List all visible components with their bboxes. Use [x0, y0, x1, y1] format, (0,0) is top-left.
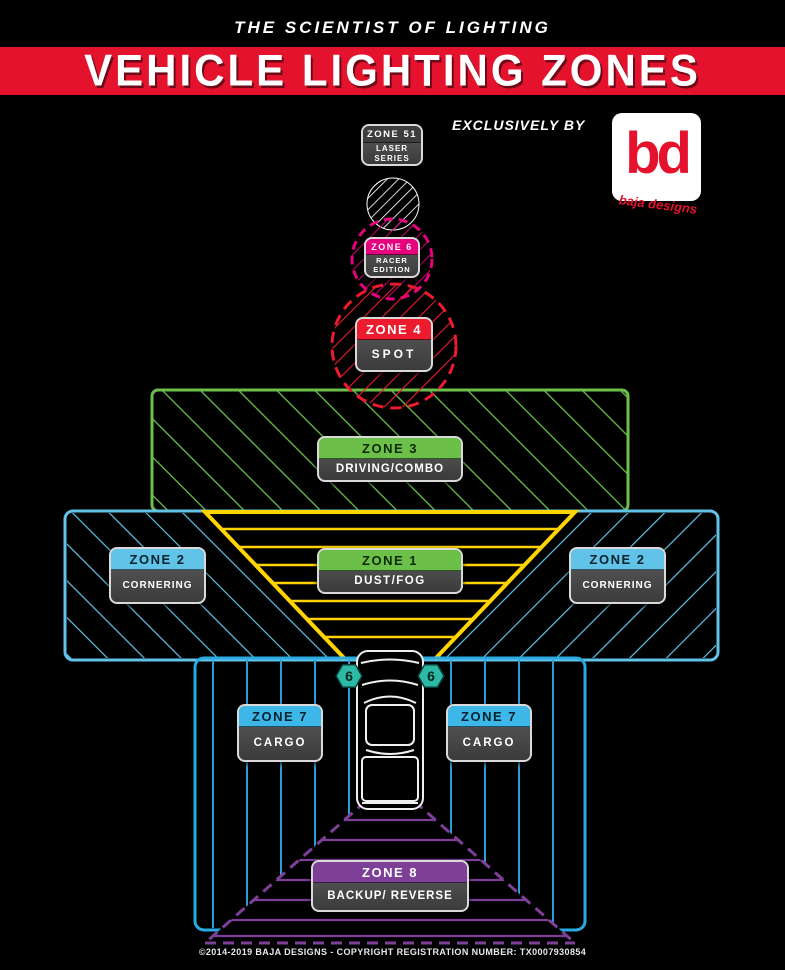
zone4-badge: ZONE 4 SPOT — [355, 317, 433, 372]
zone6-badge: ZONE 6 RACER EDITION — [364, 237, 420, 278]
zone6-marker-right: 6 — [417, 663, 445, 689]
zone7-left-label: ZONE 7 — [239, 706, 321, 727]
zone6-marker-left: 6 — [335, 663, 363, 689]
zone7-badge-right: ZONE 7 CARGO — [446, 704, 532, 762]
zone51-badge: ZONE 51 LASER SERIES — [361, 124, 423, 166]
zone6-name-line2: EDITION — [373, 264, 411, 274]
zone1-label: ZONE 1 — [319, 550, 461, 571]
zone7-right-name: CARGO — [462, 736, 516, 749]
zone6-name-line1: RACER — [376, 255, 408, 265]
zone2-left-name: CORNERING — [122, 580, 193, 592]
zone51-name-line2: SERIES — [374, 153, 410, 163]
zone51-label: ZONE 51 — [363, 126, 421, 143]
copyright-text: ©2014-2019 BAJA DESIGNS - COPYRIGHT REGI… — [198, 947, 587, 957]
zone4-name: SPOT — [371, 347, 417, 362]
zone2-left-label: ZONE 2 — [111, 549, 204, 570]
zone7-left-name: CARGO — [253, 736, 307, 749]
zone7-right-label: ZONE 7 — [448, 706, 530, 727]
bd-logo-letters: bd — [625, 121, 692, 186]
zone2-right-label: ZONE 2 — [571, 549, 664, 570]
zone4-label: ZONE 4 — [357, 319, 431, 340]
page-title: VEHICLE LIGHTING ZONES — [84, 45, 701, 96]
title-banner: VEHICLE LIGHTING ZONES — [0, 45, 785, 96]
zone1-name: DUST/FOG — [354, 574, 426, 587]
zone2-badge-right: ZONE 2 CORNERING — [569, 547, 666, 604]
zone8-label: ZONE 8 — [313, 862, 467, 883]
zone6-marker-left-number: 6 — [345, 668, 353, 684]
zone8-name: BACKUP/ REVERSE — [327, 889, 453, 902]
zone1-badge: ZONE 1 DUST/FOG — [317, 548, 463, 594]
tagline: THE SCIENTIST OF LIGHTING — [234, 18, 551, 37]
zone2-right-name: CORNERING — [582, 580, 653, 592]
zone6-marker-right-number: 6 — [427, 668, 435, 684]
zone8-badge: ZONE 8 BACKUP/ REVERSE — [311, 860, 469, 912]
exclusively-by-label: EXCLUSIVELY BY — [452, 117, 586, 133]
zone3-name: DRIVING/COMBO — [335, 462, 445, 475]
baja-designs-logo: bd — [612, 113, 701, 201]
zone3-badge: ZONE 3 DRIVING/COMBO — [317, 436, 463, 482]
zone2-badge-left: ZONE 2 CORNERING — [109, 547, 206, 604]
zone3-label: ZONE 3 — [319, 438, 461, 459]
zone51-name-line1: LASER — [375, 144, 409, 154]
zone6-label: ZONE 6 — [366, 239, 418, 255]
zone7-badge-left: ZONE 7 CARGO — [237, 704, 323, 762]
